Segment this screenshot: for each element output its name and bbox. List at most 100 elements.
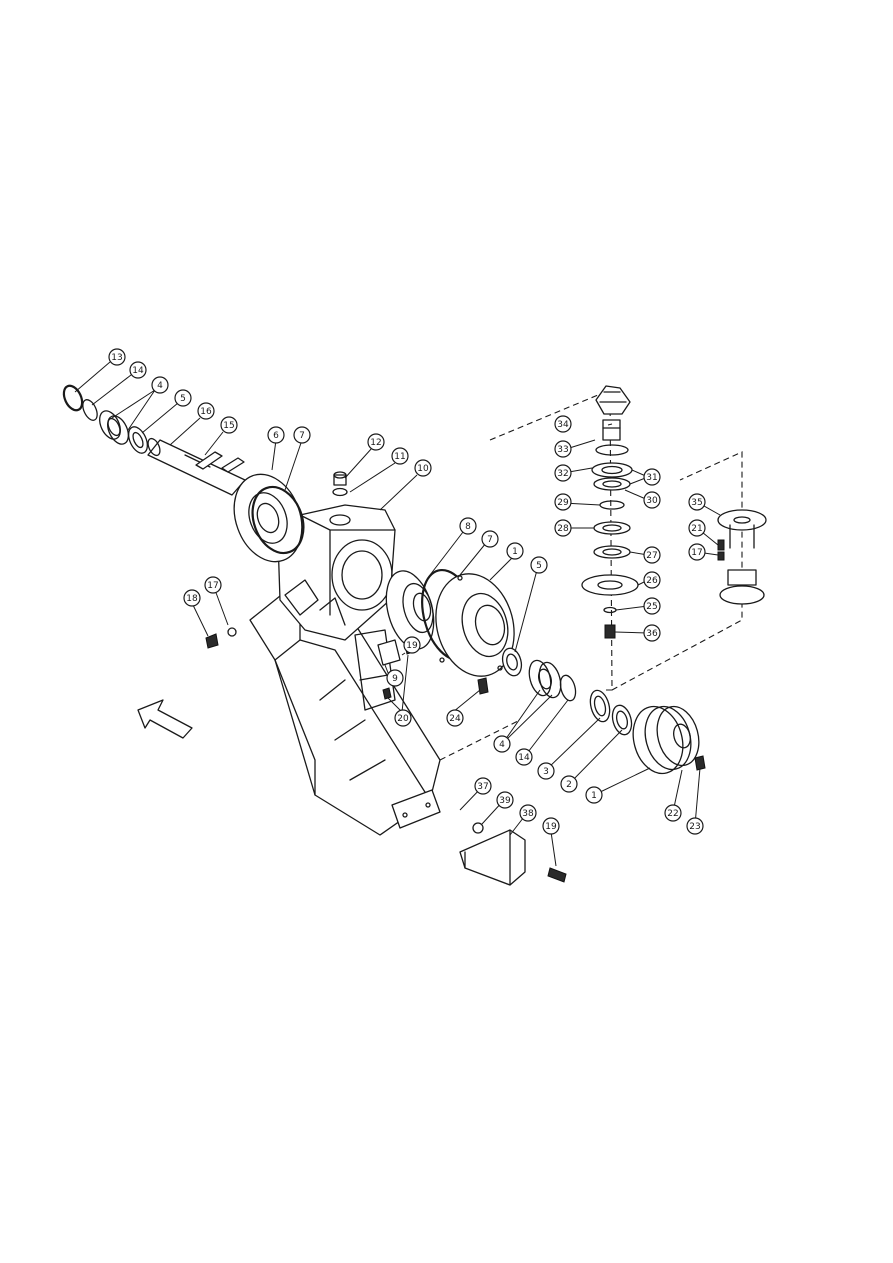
callout-19: 19	[403, 636, 421, 654]
bearing-4-left	[99, 410, 129, 445]
callout-29: 29	[554, 493, 572, 511]
direction-arrow	[137, 699, 193, 739]
callout-33: 33	[554, 440, 572, 458]
callout-1b: 1	[585, 786, 603, 804]
callout-22: 22	[664, 804, 682, 822]
callout-34: 34	[554, 415, 572, 433]
svg-text:1: 1	[591, 791, 597, 801]
breather-fitting	[332, 471, 348, 497]
callout-8: 8	[459, 517, 477, 535]
callout-15: 15	[220, 416, 238, 434]
svg-text:30: 30	[646, 496, 658, 506]
svg-text:32: 32	[557, 469, 568, 479]
flange-8	[385, 570, 435, 650]
svg-text:31: 31	[646, 473, 657, 483]
svg-text:10: 10	[417, 464, 429, 474]
callout-17b: 17	[688, 543, 706, 561]
callout-39: 39	[496, 791, 514, 809]
svg-text:2: 2	[566, 780, 572, 790]
svg-text:15: 15	[223, 421, 234, 431]
callout-2: 2	[560, 775, 578, 793]
callout-14b: 14	[515, 748, 533, 766]
differential-assembly	[489, 385, 767, 691]
svg-text:5: 5	[536, 561, 542, 571]
callout-25: 25	[643, 597, 661, 615]
svg-text:3: 3	[543, 767, 549, 777]
callout-16: 16	[197, 402, 215, 420]
svg-text:35: 35	[691, 498, 702, 508]
svg-text:38: 38	[522, 809, 534, 819]
svg-text:27: 27	[646, 551, 657, 561]
svg-text:19: 19	[545, 822, 557, 832]
callout-27: 27	[643, 546, 661, 564]
svg-text:7: 7	[487, 535, 493, 545]
svg-text:6: 6	[273, 431, 279, 441]
svg-text:18: 18	[186, 594, 198, 604]
svg-text:7: 7	[299, 431, 305, 441]
output-flange-assembly	[377, 568, 523, 700]
svg-text:17: 17	[691, 548, 702, 558]
svg-text:26: 26	[646, 576, 658, 586]
callout-28: 28	[554, 519, 572, 537]
callout-36: 36	[643, 624, 661, 642]
callout-3: 3	[537, 762, 555, 780]
callout-21: 21	[688, 519, 706, 537]
callout-37: 37	[474, 777, 492, 795]
bearing-4-right	[528, 659, 562, 699]
svg-text:8: 8	[465, 522, 471, 532]
svg-text:21: 21	[691, 524, 702, 534]
svg-text:14: 14	[518, 753, 530, 763]
svg-text:23: 23	[689, 822, 700, 832]
callout-7b: 7	[481, 530, 499, 548]
callout-11: 11	[391, 447, 409, 465]
input-shaft-assembly	[62, 384, 305, 649]
svg-text:16: 16	[200, 407, 212, 417]
callout-17: 17	[204, 576, 222, 594]
callout-18: 18	[183, 589, 201, 607]
svg-text:36: 36	[646, 629, 658, 639]
callout-5b: 5	[530, 556, 548, 574]
flange-6	[233, 473, 303, 563]
svg-text:12: 12	[370, 438, 381, 448]
callout-35: 35	[688, 493, 706, 511]
pulley-assembly	[459, 659, 706, 886]
pulley-1	[632, 705, 700, 775]
svg-text:20: 20	[397, 714, 409, 724]
callout-26: 26	[643, 571, 661, 589]
callout-20: 20	[394, 709, 412, 727]
callout-19b: 19	[542, 817, 560, 835]
callout-bubbles: 13 14 4 5 16 15 6 7 12 11 10 17 18 8 7 1…	[108, 348, 706, 835]
svg-text:33: 33	[557, 445, 568, 455]
svg-text:17: 17	[207, 581, 218, 591]
cover-1	[435, 573, 515, 677]
svg-text:24: 24	[449, 714, 461, 724]
svg-text:22: 22	[667, 809, 678, 819]
callout-4b: 4	[493, 735, 511, 753]
callout-13: 13	[108, 348, 126, 366]
svg-text:1: 1	[512, 547, 518, 557]
svg-text:28: 28	[557, 524, 569, 534]
callout-5: 5	[174, 389, 192, 407]
callout-12: 12	[367, 433, 385, 451]
svg-text:5: 5	[180, 394, 186, 404]
svg-text:34: 34	[557, 420, 569, 430]
callout-7: 7	[293, 426, 311, 444]
callout-10: 10	[414, 459, 432, 477]
callout-23: 23	[686, 817, 704, 835]
callout-9: 9	[386, 669, 404, 687]
callout-24: 24	[446, 709, 464, 727]
svg-text:39: 39	[499, 796, 511, 806]
svg-text:11: 11	[394, 452, 405, 462]
gearbox-housing	[249, 504, 521, 836]
callout-1: 1	[506, 542, 524, 560]
svg-text:4: 4	[499, 740, 505, 750]
callout-14: 14	[129, 361, 147, 379]
svg-text:29: 29	[557, 498, 569, 508]
svg-text:14: 14	[132, 366, 144, 376]
svg-text:37: 37	[477, 782, 488, 792]
callout-32: 32	[554, 464, 572, 482]
svg-text:25: 25	[646, 602, 657, 612]
svg-text:19: 19	[406, 641, 418, 651]
callout-38: 38	[519, 804, 537, 822]
